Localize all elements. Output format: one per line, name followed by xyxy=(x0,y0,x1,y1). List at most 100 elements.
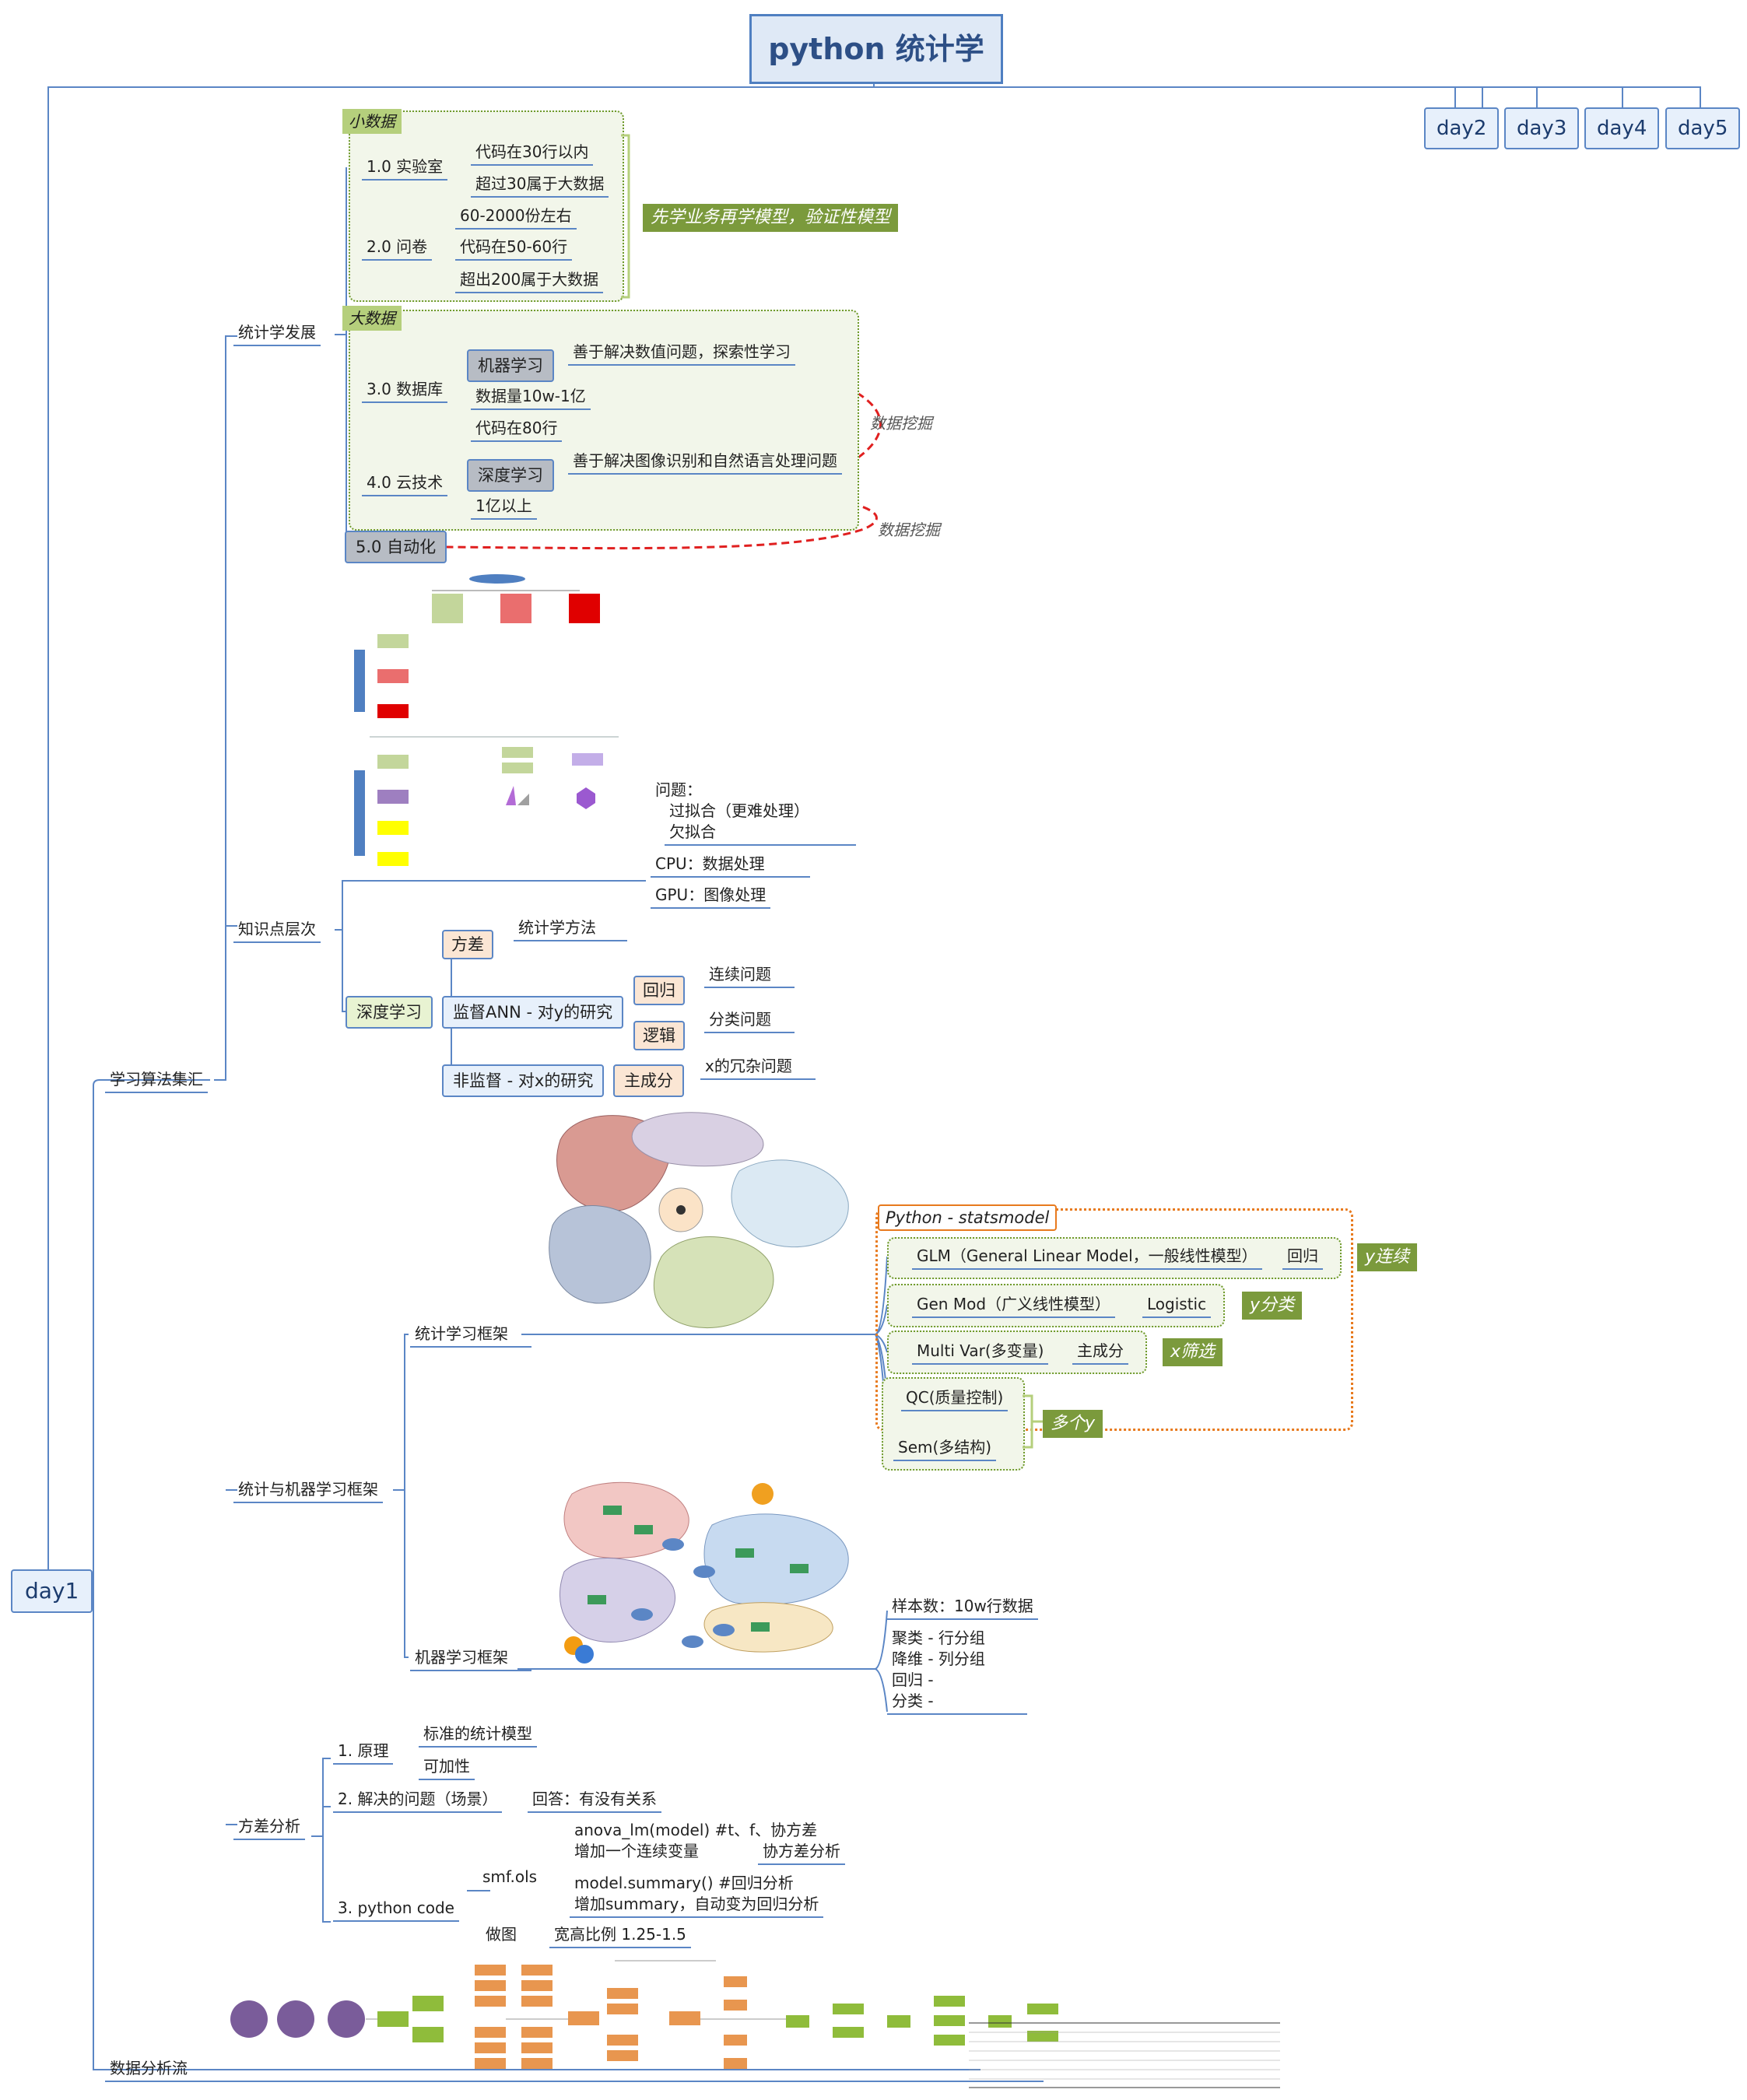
small-data-bracket xyxy=(621,134,630,299)
smf-line-4: 增加summary，自动变为回归分析 xyxy=(570,1895,824,1918)
unsupervised-box[interactable]: 非监督 - 对x的研究 xyxy=(442,1064,605,1097)
scene-answer: 回答：有没有关系 xyxy=(528,1790,661,1813)
stat-ml-frameworks-topic[interactable]: 统计与机器学习框架 xyxy=(233,1480,383,1503)
variance-note: 统计学方法 xyxy=(514,918,627,941)
machine-learning-box[interactable]: 机器学习 xyxy=(467,349,554,382)
anova-python-code[interactable]: 3. python code xyxy=(333,1898,459,1922)
lab-topic[interactable]: 1.0 实验室 xyxy=(362,157,448,181)
plot-note: 宽高比例 1.25-1.5 xyxy=(549,1925,691,1948)
y-continuous-tag: y连续 xyxy=(1357,1243,1418,1271)
smf-ols-underline xyxy=(467,1890,490,1891)
statsmodel-structure-image xyxy=(549,1112,849,1328)
small-data-label: 小数据 xyxy=(342,109,402,134)
preprocessing-methods-table-image xyxy=(969,2022,1280,2088)
anova-principle[interactable]: 1. 原理 xyxy=(333,1741,394,1765)
ml-item-regression: 回归 - xyxy=(892,1671,934,1689)
variance-box[interactable]: 方差 xyxy=(442,930,493,959)
ml-framework-topic[interactable]: 机器学习框架 xyxy=(410,1648,531,1671)
ml-note: 善于解决数值问题，探索性学习 xyxy=(568,342,795,366)
small-data-group xyxy=(349,110,624,302)
y-classification-tag: y分类 xyxy=(1242,1292,1303,1320)
anova-topic[interactable]: 方差分析 xyxy=(233,1817,305,1840)
db-item-1: 数据量10w-1亿 xyxy=(471,387,591,410)
principle-item-2: 可加性 xyxy=(419,1757,475,1780)
big-data-label: 大数据 xyxy=(342,306,402,331)
glm-group xyxy=(887,1237,1342,1279)
statsmodel-group xyxy=(875,1208,1353,1431)
lab-item-1: 代码在30行以内 xyxy=(471,142,594,166)
survey-topic[interactable]: 2.0 问卷 xyxy=(362,237,433,261)
day2-topic[interactable]: day2 xyxy=(1424,107,1500,149)
genmod-logistic: Logistic xyxy=(1142,1295,1212,1318)
regression-note: 连续问题 xyxy=(704,965,795,988)
database-topic[interactable]: 3.0 数据库 xyxy=(362,380,448,403)
db-item-2: 代码在80行 xyxy=(471,419,563,442)
sem-topic[interactable]: Sem(多结构) xyxy=(893,1438,997,1461)
data-mining-label-2: 数据挖掘 xyxy=(878,521,940,539)
supervised-ann-box[interactable]: 监督ANN - 对y的研究 xyxy=(442,996,624,1029)
multiple-y-tag: 多个y xyxy=(1043,1410,1103,1438)
smf-ols[interactable]: smf.ols xyxy=(482,1867,538,1886)
multi-y-group xyxy=(882,1377,1025,1471)
cloud-item-1: 1亿以上 xyxy=(471,496,537,520)
knowledge-levels-topic[interactable]: 知识点层次 xyxy=(233,920,321,943)
problem-line-2: 过拟合（更难处理） xyxy=(669,801,809,820)
sklearn-cheat-sheet-image xyxy=(559,1481,849,1664)
multivar-group xyxy=(887,1330,1147,1374)
automation-box[interactable]: 5.0 自动化 xyxy=(345,531,447,563)
problem-line-1: 问题： xyxy=(655,780,702,799)
ml-item-classification: 分类 - xyxy=(887,1692,1027,1715)
ml-item-dim-reduction: 降维 - 列分组 xyxy=(892,1649,985,1668)
python-statsmodel-label: Python - statsmodel xyxy=(878,1204,1058,1231)
survey-item-3: 超出200属于大数据 xyxy=(455,270,604,293)
stats-development-topic[interactable]: 统计学发展 xyxy=(233,323,321,346)
ml-item-samples: 样本数：10w行数据 xyxy=(887,1597,1038,1620)
survey-item-2: 代码在50-60行 xyxy=(455,237,573,261)
lab-item-2: 超过30属于大数据 xyxy=(471,174,609,198)
qc-topic[interactable]: QC(质量控制) xyxy=(901,1388,1009,1411)
smf-line-2a: 增加一个连续变量 xyxy=(574,1842,699,1860)
multivar-topic[interactable]: Multi Var(多变量) xyxy=(912,1341,1049,1365)
plot-topic[interactable]: 做图 xyxy=(486,1925,517,1944)
logic-box[interactable]: 逻辑 xyxy=(633,1021,685,1050)
deep-learning-box[interactable]: 深度学习 xyxy=(467,459,554,492)
day5-topic[interactable]: day5 xyxy=(1665,107,1741,149)
day1-topic[interactable]: day1 xyxy=(11,1569,93,1613)
genmod-group xyxy=(887,1284,1225,1327)
glm-topic[interactable]: GLM（General Linear Model，一般线性模型） xyxy=(912,1246,1262,1270)
gpu-note: GPU：图像处理 xyxy=(651,885,771,909)
day4-topic[interactable]: day4 xyxy=(1584,107,1660,149)
smf-line-3: model.summary() #回归分析 xyxy=(574,1874,794,1892)
small-data-summary-tag: 先学业务再学模型，验证性模型 xyxy=(643,204,899,232)
stat-learning-framework-topic[interactable]: 统计学习框架 xyxy=(410,1324,531,1348)
principle-item-1: 标准的统计模型 xyxy=(419,1724,537,1748)
cpu-note: CPU：数据处理 xyxy=(651,854,810,878)
regression-box[interactable]: 回归 xyxy=(633,976,685,1005)
genmod-topic[interactable]: Gen Mod（广义线性模型） xyxy=(912,1295,1116,1318)
multivar-pca: 主成分 xyxy=(1072,1341,1128,1365)
dl-note: 善于解决图像识别和自然语言处理问题 xyxy=(568,451,842,475)
ml-item-clustering: 聚类 - 行分组 xyxy=(892,1628,985,1647)
ml-comparison-table-image xyxy=(354,574,619,738)
smf-line-2b: 协方差分析 xyxy=(758,1842,845,1865)
pca-box[interactable]: 主成分 xyxy=(613,1064,684,1097)
central-topic-title[interactable]: python 统计学 xyxy=(749,14,1003,84)
anova-scene[interactable]: 2. 解决的问题（场景） xyxy=(333,1790,503,1813)
cloud-topic[interactable]: 4.0 云技术 xyxy=(362,473,448,496)
survey-item-1: 60-2000份左右 xyxy=(455,206,577,230)
logic-note: 分类问题 xyxy=(704,1010,795,1033)
deep-learning-table-image xyxy=(354,747,603,866)
glm-regression: 回归 xyxy=(1282,1246,1323,1270)
data-mining-label-1: 数据挖掘 xyxy=(870,414,932,433)
data-analysis-flow-topic[interactable]: 数据分析流 xyxy=(105,2059,1044,2082)
learning-algorithms-topic[interactable]: 学习算法集汇 xyxy=(105,1070,208,1093)
day3-topic[interactable]: day3 xyxy=(1504,107,1580,149)
multi-y-bracket xyxy=(1023,1394,1043,1449)
pca-note: x的冗杂问题 xyxy=(700,1057,816,1080)
deep-learning-topic[interactable]: 深度学习 xyxy=(346,996,433,1029)
x-filter-tag: x筛选 xyxy=(1163,1338,1223,1366)
big-data-group xyxy=(349,310,859,531)
analysis-flow-image xyxy=(230,1960,1058,2069)
